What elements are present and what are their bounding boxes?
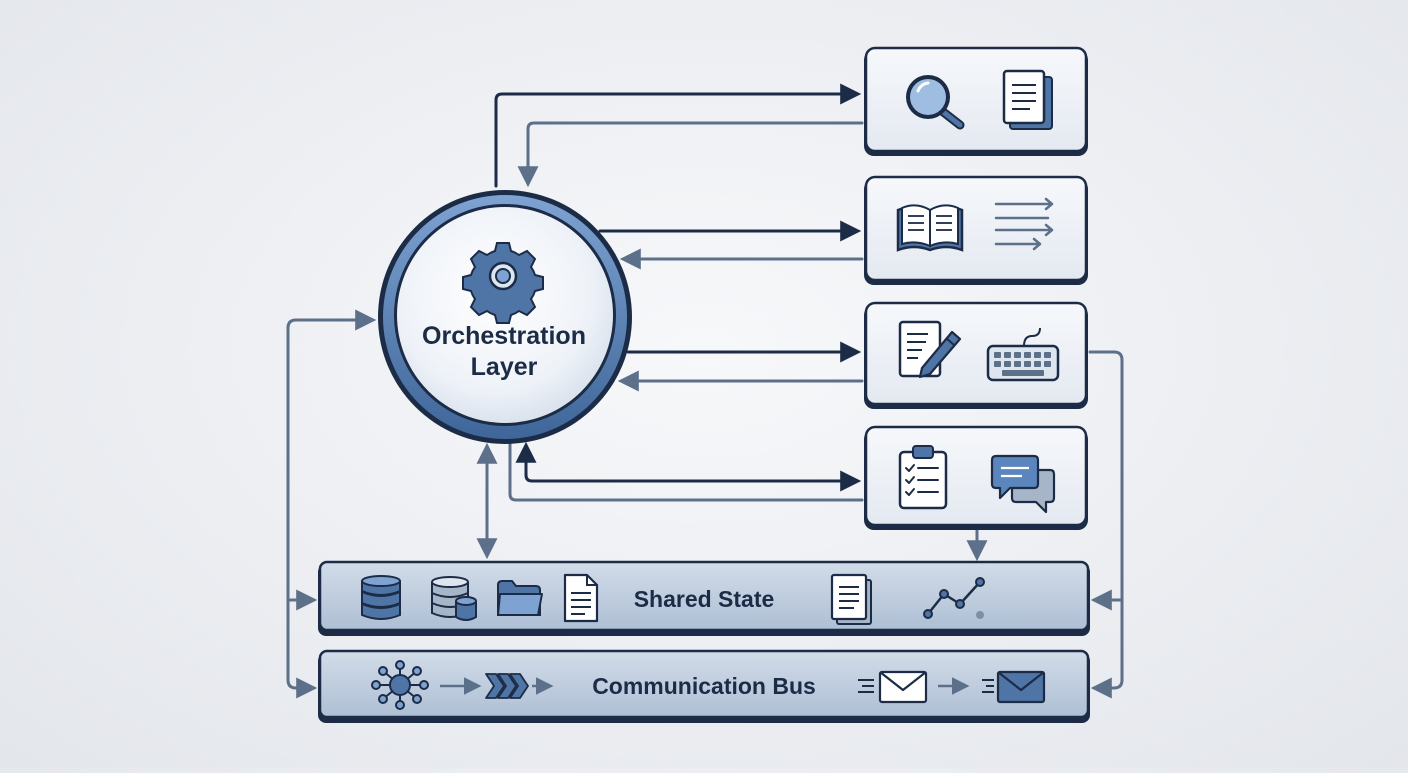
envelope-icon-incoming — [982, 670, 1046, 704]
arrow-agent-1-to-orchestrator — [517, 121, 864, 188]
chat-bubbles-icon — [990, 454, 1056, 514]
arrow-orchestrator-to-agent-1 — [494, 83, 862, 188]
agent-box-review[interactable] — [864, 425, 1088, 530]
file-icon — [563, 573, 599, 623]
folder-icon — [497, 580, 543, 616]
shared-state-label: Shared State — [634, 586, 775, 612]
arrow-agent-4-to-orchestrator — [515, 441, 862, 492]
network-hub-icon — [371, 660, 429, 710]
keyboard-icon — [986, 327, 1060, 382]
magnifier-icon — [906, 75, 965, 130]
agent-box-reading[interactable] — [864, 175, 1088, 285]
orchestrator-title-line-1: Orchestration — [422, 322, 586, 350]
orchestrator-title-line-2: Layer — [471, 353, 538, 381]
gear-icon — [462, 242, 544, 324]
pen-document-icon — [898, 320, 962, 379]
orchestration-layer[interactable]: Orchestration Layer — [378, 190, 632, 444]
database-icon — [361, 575, 401, 620]
line-orchestrator-to-agent-4-return — [508, 442, 864, 502]
document-stack-icon — [830, 573, 872, 625]
envelope-icon-outgoing — [858, 670, 928, 704]
arrow-left-loop-to-orchestrator — [286, 318, 318, 699]
queue-chevrons-icon — [485, 673, 529, 699]
arrow-right-loop-to-bus — [1088, 350, 1124, 699]
communication-bus-bar[interactable]: Communication Bus — [318, 649, 1090, 723]
shared-state-bar[interactable]: Shared State — [318, 560, 1090, 636]
open-book-icon — [896, 204, 964, 252]
checklist-icon — [898, 445, 948, 510]
connectors — [286, 83, 1124, 699]
line-chart-icon — [923, 577, 985, 619]
database-cylinders-icon — [431, 576, 477, 621]
document-icon — [1002, 69, 1053, 130]
flow-lines-icon — [994, 197, 1054, 251]
agent-box-writing[interactable] — [864, 301, 1088, 409]
communication-bus-label: Communication Bus — [592, 673, 816, 699]
agent-box-research[interactable] — [864, 46, 1088, 156]
